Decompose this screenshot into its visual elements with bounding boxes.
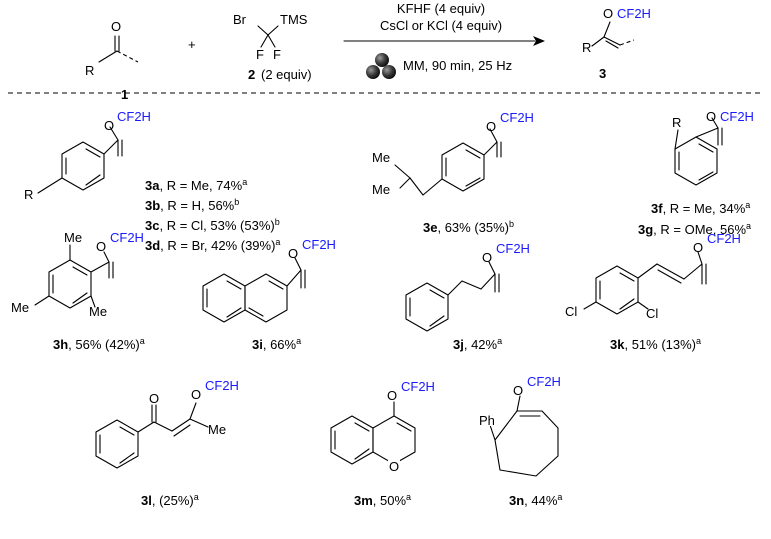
cf2h-group: CF2H	[496, 241, 530, 256]
structure-3n	[489, 395, 559, 477]
product-entry-3g: 3g, R = OMe, 56%a	[638, 221, 751, 237]
product-entry-3k: 3k, 51% (13%)a	[610, 336, 701, 352]
cf2h-group: CF2H	[720, 109, 754, 124]
oxygen-atom: O	[603, 6, 613, 21]
oxygen-atom: O	[111, 19, 121, 34]
product-entry-3h: 3h, 56% (42%)a	[53, 336, 145, 352]
product-entry-3n: 3n, 44%a	[509, 492, 562, 508]
structure-3h	[34, 244, 114, 309]
cf2h-group: CF2H	[500, 110, 534, 125]
structure-3m	[330, 401, 416, 465]
fluorine-atom: F	[256, 47, 264, 62]
product-entry-3c: 3c, R = Cl, 53% (53%)b	[145, 217, 280, 233]
oxygen-atom: O	[706, 109, 716, 124]
product-entry-3b: 3b, R = H, 56%b	[145, 197, 239, 213]
tms-group: TMS	[280, 12, 308, 27]
structure-3i	[202, 257, 306, 323]
oxygen-atom: O	[387, 388, 397, 403]
r-group: R	[85, 63, 94, 78]
product-entry-3d: 3d, R = Br, 42% (39%)a	[145, 237, 280, 253]
cf2h-group: CF2H	[110, 230, 144, 245]
structure-3k	[583, 251, 707, 315]
structure-3l	[95, 402, 209, 469]
cf2h-group: CF2H	[707, 231, 741, 246]
reactant-2: Br TMS F F 2 (2 equiv)	[233, 12, 312, 82]
oxygen-atom: O	[191, 387, 201, 402]
cf2h-group: CF2H	[527, 374, 561, 389]
oxygen-atom: O	[482, 250, 492, 265]
product-entry-3a: 3a, R = Me, 74%a	[145, 177, 247, 193]
phenyl-group: Ph	[479, 413, 495, 428]
structure-3j	[405, 261, 500, 332]
oxygen-atom: O	[486, 119, 496, 134]
methyl-group: Me	[208, 422, 226, 437]
structure-3e	[394, 128, 502, 196]
oxygen-atom: O	[96, 239, 106, 254]
ring-oxygen-bg	[388, 460, 400, 472]
structure-3f-3g	[674, 117, 723, 186]
cf2h-group: CF2H	[302, 237, 336, 252]
product-entry-3l: 3l, (25%)a	[141, 492, 199, 508]
oxygen-atom: O	[104, 118, 114, 133]
methyl-group: Me	[89, 304, 107, 319]
product-entry-3e: 3e, 63% (35%)b	[423, 219, 514, 235]
oxygen-atom: O	[149, 391, 159, 406]
phenyl-label-bg	[478, 414, 498, 426]
plus-sign: +	[188, 37, 196, 52]
ring-oxygen-atom: O	[389, 459, 399, 474]
product-entry-3i: 3i, 66%a	[252, 336, 301, 352]
oxygen-atom: O	[513, 383, 523, 398]
reaction-arrowhead	[533, 36, 545, 46]
chlorine-atom: Cl	[646, 306, 658, 321]
structure-3a-3d	[37, 126, 123, 194]
r-group: R	[24, 187, 33, 202]
methyl-group: Me	[372, 182, 390, 197]
fluorine-atom: F	[273, 47, 281, 62]
r-group: R	[672, 115, 681, 130]
oxygen-atom: O	[693, 240, 703, 255]
ball-mill-icon	[366, 53, 396, 79]
r-group: R	[582, 40, 591, 55]
product-entry-3f: 3f, R = Me, 34%a	[651, 200, 750, 216]
product-entry-3j: 3j, 42%a	[453, 336, 502, 352]
chlorine-atom: Cl	[565, 304, 577, 319]
cf2h-group: CF2H	[617, 6, 651, 21]
oxygen-atom: O	[288, 246, 298, 261]
reactant-2-equiv: (2 equiv)	[261, 67, 312, 82]
bromine-atom: Br	[233, 12, 247, 27]
condition-additive: CsCl or KCl (4 equiv)	[380, 18, 502, 33]
cf2h-group: CF2H	[205, 378, 239, 393]
product-general: O CF2H R 3	[582, 6, 651, 81]
methyl-group: Me	[64, 230, 82, 245]
methyl-group: Me	[11, 300, 29, 315]
reactant-2-label: 2	[248, 67, 255, 82]
reactant-1-label: 1	[121, 87, 128, 102]
cf2h-group: CF2H	[117, 109, 151, 124]
product-entry-3m: 3m, 50%a	[354, 492, 411, 508]
methyl-group: Me	[372, 150, 390, 165]
condition-milling: MM, 90 min, 25 Hz	[403, 58, 512, 73]
reactant-1: O R 1	[85, 19, 139, 102]
cf2h-group: CF2H	[401, 379, 435, 394]
condition-reagent: KFHF (4 equiv)	[397, 1, 485, 16]
product-label: 3	[599, 66, 606, 81]
